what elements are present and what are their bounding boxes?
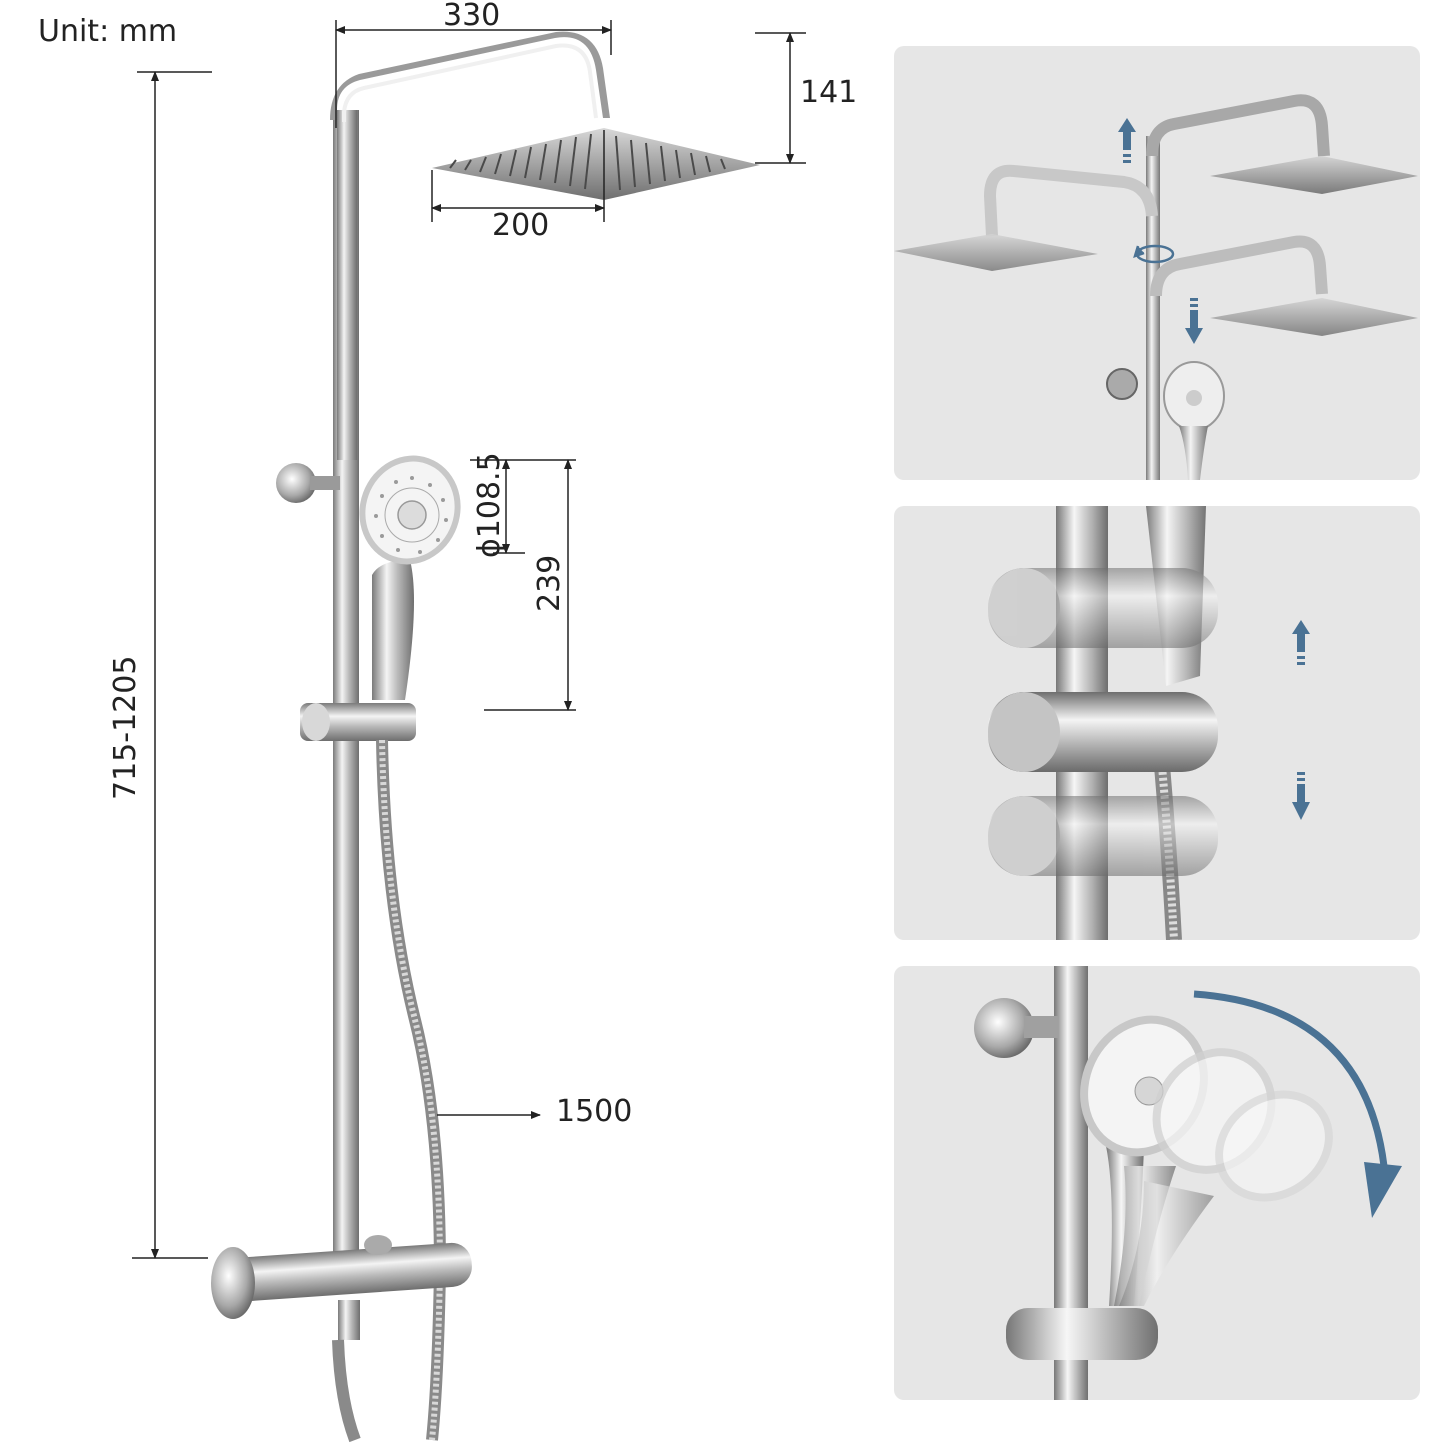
hand-shower-position-3 (1119, 1090, 1333, 1306)
dim-label-hose-length: 1500 (556, 1094, 633, 1129)
arrow-down-icon (1292, 772, 1310, 820)
slider-bracket (988, 692, 1218, 772)
panel-overhead-adjustment (894, 46, 1420, 480)
rotate-icon (1133, 244, 1175, 264)
wall-bracket-upper (276, 463, 316, 503)
unit-label: Unit: mm (38, 14, 178, 49)
slider-ghost-lower (988, 796, 1218, 876)
hand-shower (359, 455, 461, 700)
slider-bracket (1006, 1308, 1158, 1360)
arrow-up-icon (1292, 620, 1310, 665)
dimension-lines (132, 20, 806, 1259)
upper-pipe (337, 110, 357, 460)
panel-slider-adjustment (894, 506, 1420, 940)
curved-arrow-icon (1193, 990, 1402, 1218)
dim-label-total-height: 715-1205 (108, 655, 143, 800)
thermostatic-mixer (211, 1235, 472, 1443)
rain-shower-head (432, 128, 760, 200)
dim-label-hand-shower-diameter: ϕ108.5 (472, 452, 507, 558)
arrow-down-icon (1185, 298, 1203, 344)
main-shower-diagram (132, 20, 806, 1443)
rain-shower-head-left (894, 234, 1098, 271)
rain-nozzles (449, 133, 726, 191)
rain-shower-head-top (1210, 156, 1418, 194)
dim-label-200: 200 (492, 208, 550, 243)
slider-bracket (300, 703, 416, 741)
dim-label-141: 141 (800, 75, 858, 110)
arrow-up-icon (1118, 118, 1136, 163)
panel-hand-shower-tilt (894, 966, 1420, 1400)
dim-label-hand-shower-length: 239 (532, 554, 567, 612)
slider-ghost-upper (988, 568, 1218, 648)
wall-bracket (974, 998, 1034, 1058)
dim-label-330: 330 (443, 0, 501, 33)
overhead-arm (330, 31, 610, 120)
rain-shower-head-lower (1210, 298, 1418, 336)
riser-pipe (1146, 136, 1160, 480)
